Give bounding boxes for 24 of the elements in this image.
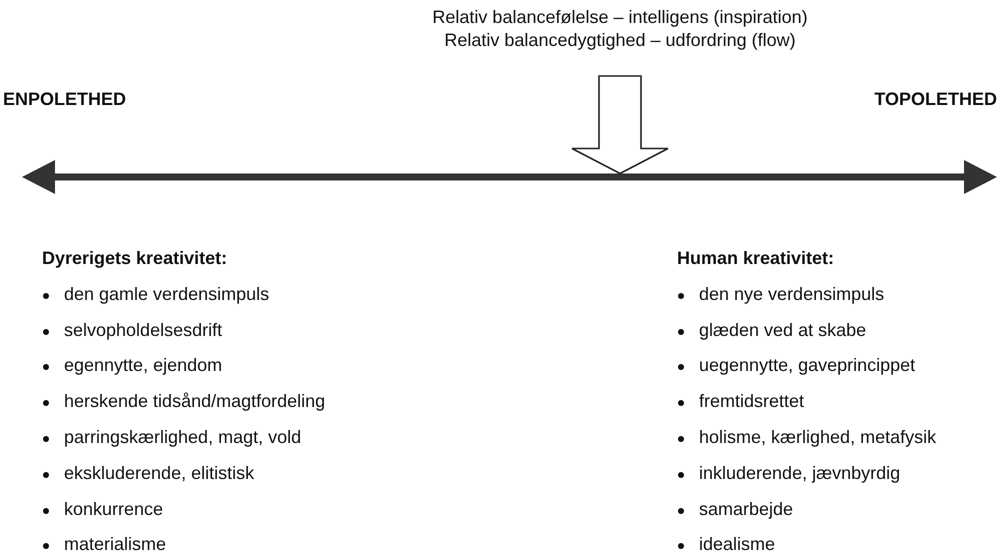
list-item: selvopholdelsesdrift [64, 320, 222, 341]
list-item: egennytte, ejendom [64, 355, 222, 376]
list-item: idealisme [699, 534, 776, 556]
double-headed-spectrum-bar [22, 160, 997, 194]
list-item: samarbejde [699, 498, 794, 520]
list-item: den gamle verdensimpuls [64, 284, 270, 305]
list-item: inkluderende, jævnbyrdig [699, 462, 900, 484]
list-item: holisme, kærlighed, metafysik [699, 427, 936, 448]
pole-label: ENPOLETHED [3, 89, 126, 110]
caption-line: Relativ balancefølelse – intelligens (inspiration) [431, 6, 809, 29]
list-item: fremtidsrettet [699, 391, 804, 412]
list-heading: Human kreativitet: [677, 248, 834, 269]
list-item: materialisme [64, 534, 166, 556]
list-item: parringskærlighed, magt, vold [64, 427, 302, 448]
list-item: den nye verdensimpuls [699, 284, 884, 305]
list-item: konkurrence [64, 498, 164, 520]
list-heading: Dyrerigets kreativitet: [42, 248, 228, 269]
block-arrow [571, 75, 669, 174]
list-item: ekskluderende, elitistisk [64, 462, 254, 484]
list-item: glæden ved at skabe [699, 320, 866, 341]
list-item: uegennytte, gaveprincippet [699, 355, 916, 376]
caption-line: Relativ balancedygtighed – udfordring (flow) [443, 29, 797, 52]
list-item: herskende tidsånd/magtfordeling [64, 391, 326, 412]
pole-label: TOPOLETHED [874, 89, 997, 110]
